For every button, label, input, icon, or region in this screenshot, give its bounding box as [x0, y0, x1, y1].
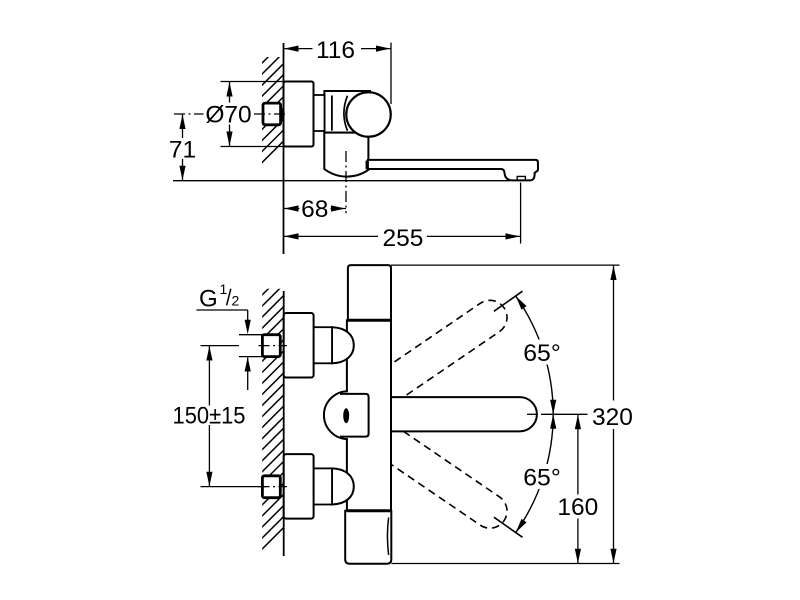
svg-text:2: 2	[232, 293, 240, 309]
svg-text:65°: 65°	[523, 340, 561, 367]
svg-text:255: 255	[383, 225, 424, 252]
svg-text:65°: 65°	[523, 465, 561, 492]
svg-text:Ø70: Ø70	[205, 102, 251, 129]
svg-text:G: G	[199, 285, 218, 312]
svg-text:160: 160	[557, 494, 598, 521]
svg-text:71: 71	[169, 136, 196, 163]
svg-text:150±15: 150±15	[173, 403, 246, 430]
svg-text:116: 116	[316, 37, 355, 64]
svg-text:68: 68	[301, 196, 328, 223]
svg-text:320: 320	[592, 404, 633, 431]
svg-text:1: 1	[220, 281, 228, 297]
